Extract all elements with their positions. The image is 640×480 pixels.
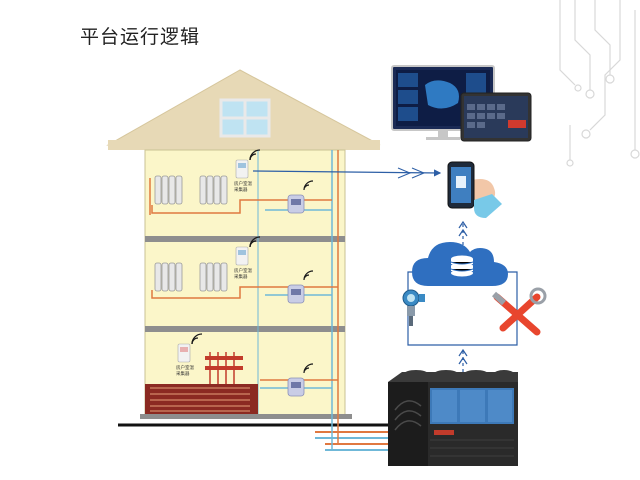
thermostat-label: 房户室温	[176, 364, 194, 371]
page-title: 平台运行逻辑	[80, 26, 201, 48]
thermostat-label: 房户室温	[234, 180, 252, 187]
wifi-icon	[249, 236, 261, 248]
heat-pump-unit	[388, 370, 518, 466]
wifi-icon	[249, 149, 261, 161]
house-roof	[106, 69, 381, 150]
room-thermostat-floor1: 房户室温 采集器	[176, 343, 194, 377]
cloud-database-icon	[412, 242, 508, 286]
room-thermostat-floor2: 房户室温 采集器	[234, 246, 252, 280]
thermostat-label: 采集器	[234, 186, 248, 193]
manifold	[205, 356, 243, 360]
wifi-icon	[191, 333, 203, 345]
radiator	[154, 175, 228, 205]
heat-meter	[287, 270, 314, 304]
smartphone-icon	[447, 161, 502, 218]
tablet-icon	[460, 92, 532, 142]
floor-slab	[145, 326, 345, 332]
thermostat-label: 采集器	[234, 273, 248, 280]
floor-slab	[140, 414, 352, 419]
radiator	[154, 262, 228, 292]
thermostat-label: 采集器	[176, 370, 190, 377]
tools-icon	[491, 287, 547, 336]
pressure-transmitter-icon	[402, 289, 425, 326]
heat-meter	[287, 180, 314, 214]
heat-meter	[287, 363, 314, 397]
floor-heating	[145, 352, 258, 414]
floor-slab	[145, 236, 345, 242]
room-thermostat-floor3: 房户室温 采集器	[234, 159, 252, 193]
circuit-decoration	[559, 0, 640, 167]
thermostat-label: 房户室温	[234, 267, 252, 274]
